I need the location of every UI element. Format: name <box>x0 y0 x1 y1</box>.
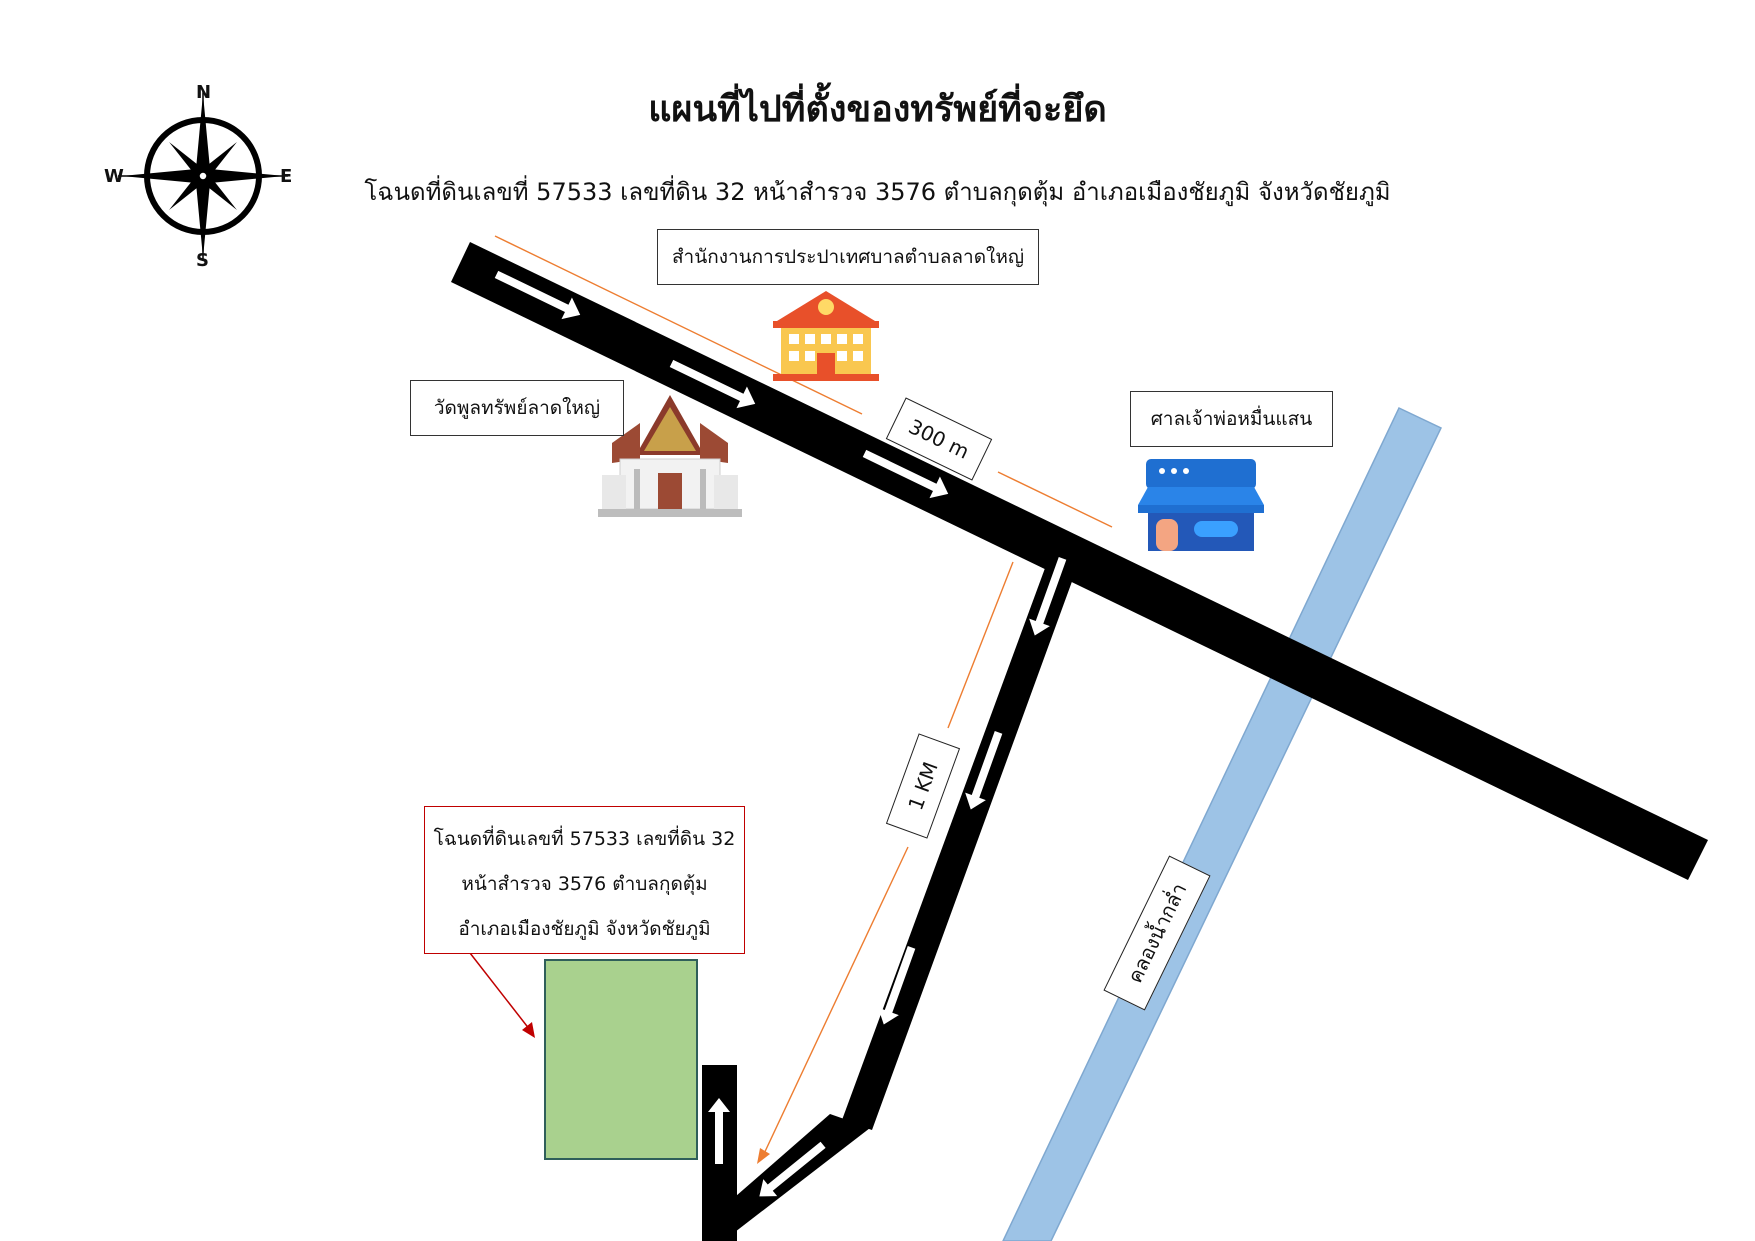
shrine-label: ศาลเจ้าพ่อหมื่นแสน <box>1130 391 1333 447</box>
direction-arrows <box>494 270 1067 1197</box>
temple-icon <box>598 395 742 517</box>
main-road <box>451 242 1708 880</box>
compass-south-label: S <box>196 250 209 271</box>
compass-rose-icon <box>118 91 288 261</box>
arrow-access <box>708 1098 730 1164</box>
branch-road <box>842 560 1074 1130</box>
compass-west-label: W <box>104 166 124 187</box>
page-subtitle: โฉนดที่ดินเลขที่ 57533 เลขที่ดิน 32 หน้า… <box>364 178 1391 206</box>
deed-pointer-head <box>522 1022 535 1038</box>
arrow-branch-1 <box>1029 557 1067 636</box>
deed-line-1: โฉนดที่ดินเลขที่ 57533 เลขที่ดิน 32 <box>433 828 736 850</box>
distance-line-branch <box>761 561 1014 1159</box>
office-label: สำนักงานการประปาเทศบาลตำบลลาดใหญ่ <box>657 229 1039 285</box>
arrow-branch-3 <box>878 946 916 1025</box>
deed-line-3: อำเภอเมืองชัยภูมิ จังหวัดชัยภูมิ <box>458 918 711 940</box>
office-building-icon <box>773 291 879 381</box>
distance-arrowhead <box>757 1148 770 1164</box>
arrow-main-3 <box>862 449 949 499</box>
distance-line-main <box>494 235 1113 528</box>
land-plot <box>544 959 698 1160</box>
page-title: แผนที่ไปที่ตั้งของทรัพย์ที่จะยึด <box>648 89 1107 130</box>
deed-line-2: หน้าสำรวจ 3576 ตำบลกุดตุ้ม <box>461 873 708 895</box>
deed-callout: โฉนดที่ดินเลขที่ 57533 เลขที่ดิน 32 หน้า… <box>424 806 745 954</box>
compass-east-label: E <box>280 166 293 187</box>
compass-north-label: N <box>196 82 212 103</box>
temple-label: วัดพูลทรัพย์ลาดใหญ่ <box>410 380 624 436</box>
shrine-icon <box>1138 459 1264 551</box>
arrow-main-1 <box>494 270 581 320</box>
connector-road <box>735 1114 870 1232</box>
arrow-main-2 <box>669 359 756 409</box>
arrow-connector <box>759 1141 826 1197</box>
arrow-branch-2 <box>965 731 1003 810</box>
deed-pointer-line <box>469 952 531 1031</box>
